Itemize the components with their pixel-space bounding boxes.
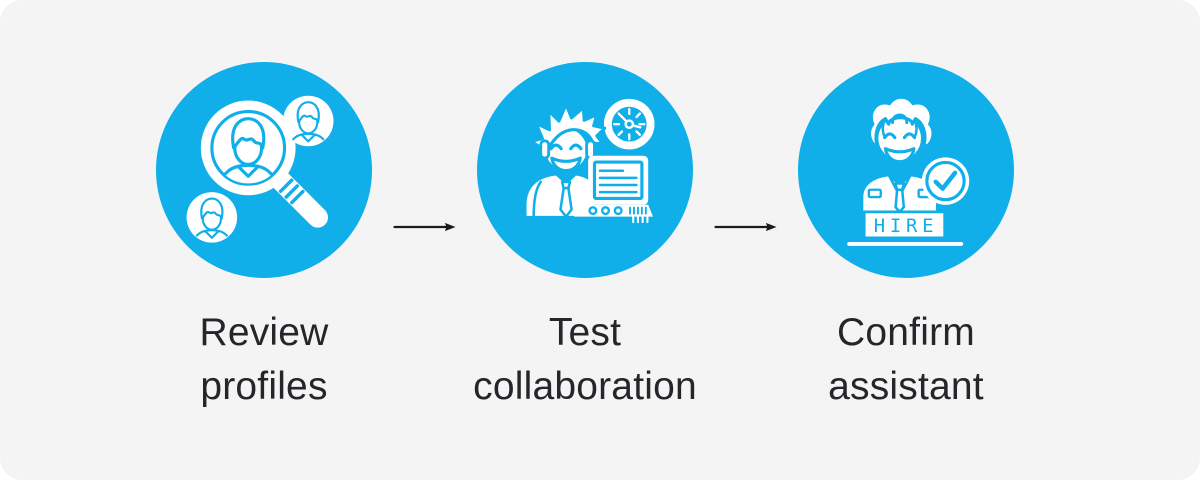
step-label-line: Confirm [837,311,975,354]
collaboration-test-icon [523,98,655,224]
step-circle [156,62,372,278]
step-label: Confirm assistant [828,306,984,414]
assistant-icon [860,95,940,216]
hire-sign: HIRE [847,210,964,246]
hire-confirm-icon: HIRE [847,95,970,246]
worker-icon [523,102,607,219]
step-confirm-assistant: HIRE Confirm assistant [781,62,1031,414]
clock-icon [603,98,655,150]
magnifier-icon [200,100,328,228]
step-label-line: assistant [828,365,984,408]
profiles-search-icon [186,95,334,243]
step-label-line: profiles [200,365,328,408]
step-circle: HIRE [798,62,1014,278]
profile-bubble-icon [282,95,334,147]
checkmark-icon [921,157,970,205]
process-flow: Review profiles [139,62,1031,414]
step-label: Test collaboration [473,306,697,414]
step-label-line: Test [548,311,622,354]
flow-arrow-icon [710,220,781,234]
step-label-line: collaboration [473,365,697,408]
profile-bubble-icon [186,192,238,243]
laptop-icon [573,155,653,224]
step-label-line: Review [199,311,329,354]
hire-sign-text: HIRE [874,215,939,237]
step-label: Review profiles [199,306,328,414]
step-test-collaboration: Test collaboration [460,62,710,414]
flow-arrow-icon [389,220,460,234]
step-circle [477,62,693,278]
step-review-profiles: Review profiles [139,62,389,414]
